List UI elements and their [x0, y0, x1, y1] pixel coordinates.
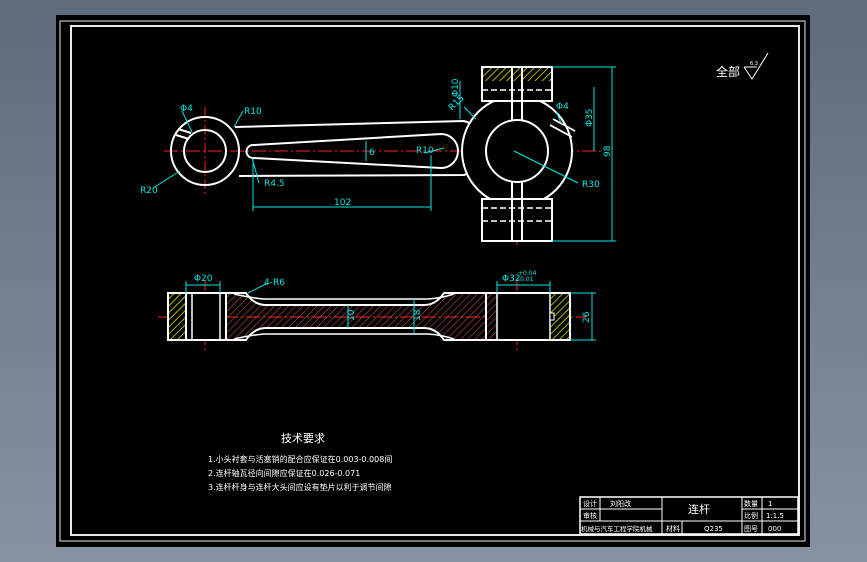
dim-r10-mid: R10	[416, 146, 434, 156]
dim-r10-top: R10	[244, 107, 262, 117]
roughness-label: 全部	[716, 64, 740, 79]
tb-scale: 1:1.5	[766, 512, 784, 520]
title-block-frame	[579, 496, 799, 535]
clamp-top-hatch	[483, 68, 551, 81]
tb-part-name: 连杆	[688, 502, 710, 516]
dim-leader-r10-mid	[423, 147, 445, 154]
section-big-hatch	[487, 294, 497, 339]
dim-phi4-big: Φ4	[556, 102, 569, 112]
dim-26: 26	[582, 311, 592, 323]
dim-r6-leader	[247, 282, 269, 294]
small-end-bore	[183, 129, 227, 173]
tb-qty: 1	[768, 500, 772, 508]
top-view: Φ4 R10 R20 R4.5 6 R10 102 Φ10 R15 Φ4 Φ35…	[140, 66, 616, 247]
tb-school: 机械与汽车工程学院机械	[581, 524, 653, 533]
cad-drawing: 全部 6.3	[59, 20, 806, 542]
dim-18: 18	[413, 309, 423, 321]
dim-leader-r20	[152, 170, 181, 189]
inner-frame	[70, 25, 800, 536]
roughness-symbol: 全部 6.3	[716, 52, 769, 80]
tech-item-1: 1.小头衬套与活塞销的配合应保证在0.003-0.008间	[208, 454, 392, 464]
tb-check-label: 审核	[583, 511, 597, 520]
big-end-clamp-bottom	[481, 198, 553, 242]
dim-phi32: Φ32	[502, 274, 521, 284]
dim-r30: R30	[582, 180, 600, 190]
dim-6: 6	[369, 148, 375, 158]
section-shank-inner-bottom	[233, 333, 455, 340]
title-block: 设计 刘阳改 审核 机械与汽车工程学院机械 连杆 材料 Q235 数量 1 比例…	[579, 496, 799, 535]
big-end-bore	[485, 119, 549, 183]
tb-drawing-no-label: 图号	[744, 525, 758, 533]
oil-hole-small-2	[177, 128, 192, 134]
section-big-hatch-right	[551, 294, 569, 339]
oil-hole-small	[175, 134, 190, 140]
dim-leader-r10-top	[233, 110, 244, 128]
dim-r45: R4.5	[264, 179, 285, 189]
tb-scale-label: 比例	[744, 511, 758, 520]
dim-leader-phi4-small	[181, 110, 193, 133]
tb-material-label: 材料	[666, 524, 680, 533]
dim-r6: 4-R6	[264, 278, 285, 288]
tech-title: 技术要求	[281, 432, 325, 445]
dim-phi35: Φ35	[585, 108, 595, 127]
drawing-sheet: 全部 6.3	[56, 15, 810, 547]
oil-hole-big-2	[552, 118, 576, 132]
dim-phi10: Φ10	[451, 78, 461, 97]
tb-material: Q235	[704, 525, 723, 533]
dim-tol-upper: +0.04	[518, 270, 537, 277]
tb-design-name: 刘阳改	[610, 499, 631, 508]
dim-tol-lower: -0.01	[518, 276, 534, 283]
outer-frame	[59, 20, 806, 542]
dim-phi20: Φ20	[194, 274, 213, 284]
tb-qty-label: 数量	[744, 499, 758, 508]
dim-r20: R20	[140, 186, 158, 196]
section-shank-inner-top	[233, 293, 455, 300]
technical-requirements: 技术要求 1.小头衬套与活塞销的配合应保证在0.003-0.008间 2.连杆轴…	[208, 432, 392, 492]
section-small-hatch-left	[169, 294, 186, 339]
dim-leader-r30	[513, 150, 579, 184]
small-end-boss	[170, 116, 240, 186]
dim-leader-r15	[463, 106, 477, 120]
dim-98: 98	[603, 145, 613, 157]
section-oil-hole	[549, 312, 555, 321]
shank-slot	[245, 132, 459, 170]
tb-drawing-no: 000	[768, 525, 781, 533]
big-end-boss	[461, 95, 573, 207]
dim-phi4-big-1	[555, 110, 562, 124]
roughness-value: 6.3	[750, 61, 758, 67]
section-view: Φ20 4-R6 Φ32 +0.04 -0.01 10 18 26	[158, 270, 596, 351]
dim-102: 102	[334, 198, 351, 208]
dim-r15: R15	[447, 94, 467, 114]
dim-10: 10	[347, 309, 357, 321]
tech-item-3: 3.连杆杆身与连杆大头间应设有垫片以利于调节间隙	[208, 482, 392, 492]
dim-phi4-small: Φ4	[180, 104, 193, 114]
roughness-check-icon	[743, 52, 769, 80]
tb-design-label: 设计	[583, 499, 597, 508]
oil-hole-big-1	[549, 124, 573, 138]
tech-item-2: 2.连杆轴瓦径向间隙应保证在0.026-0.071	[208, 468, 360, 478]
